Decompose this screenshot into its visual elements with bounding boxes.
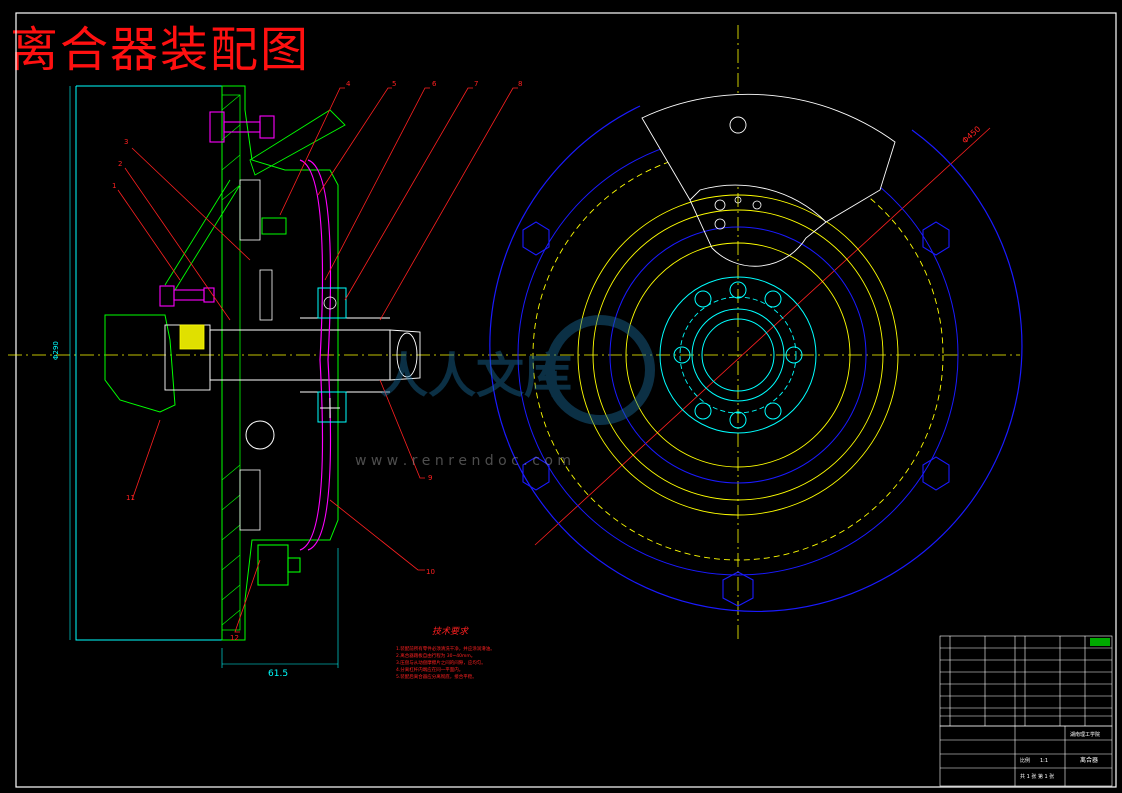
drawing-title: 离合器装配图	[10, 22, 311, 78]
diameter-dimension-line	[534, 127, 991, 546]
flywheel-outer-ring	[489, 105, 1023, 612]
svg-text:5: 5	[392, 80, 396, 88]
svg-text:人人文库: 人人文库	[380, 348, 572, 404]
pilot-bearing	[179, 324, 205, 350]
diaphragm-spring	[299, 159, 324, 551]
svg-text:8: 8	[518, 80, 522, 88]
svg-text:1: 1	[112, 182, 116, 190]
svg-text:3.压盘与从动盘摩擦片之间的间隙，应均匀。: 3.压盘与从动盘摩擦片之间的间隙，应均匀。	[396, 659, 486, 666]
svg-text:2: 2	[118, 160, 122, 168]
svg-text:5.装配后离合器应分离彻底，接合平稳。: 5.装配后离合器应分离彻底，接合平稳。	[396, 673, 477, 680]
cutaway-section	[641, 93, 896, 223]
tech-requirements: 技术要求 1.装配前所有零件必须清洗干净，并应涂润滑油。 2.离合器踏板自由行程…	[396, 626, 495, 680]
callout-labels: 1 2 3 4 5 6 7 8 9 10 11 12	[112, 80, 522, 642]
title-block	[939, 635, 1113, 787]
bolt-bottom	[257, 217, 301, 586]
bolt-mid	[159, 285, 215, 307]
svg-text:3: 3	[124, 138, 128, 146]
section-view: Φ290 61.5	[52, 85, 421, 679]
svg-text:技术要求: 技术要求	[432, 626, 469, 637]
svg-text:4.分离杠杆内端应在同一平面内。: 4.分离杠杆内端应在同一平面内。	[396, 666, 463, 673]
front-view	[489, 93, 1023, 612]
watermark: 人人文库 w w w . r e n r e n d o c . c o m	[355, 315, 655, 469]
svg-text:11: 11	[126, 494, 135, 502]
svg-text:10: 10	[426, 568, 435, 576]
svg-text:9: 9	[428, 474, 432, 482]
svg-text:6: 6	[432, 80, 437, 88]
scale-label: 比例	[1020, 757, 1030, 764]
drawing-frame	[15, 12, 1117, 788]
drawing-name: 离合器	[1080, 756, 1098, 764]
leader-lines	[117, 87, 518, 633]
svg-text:12: 12	[230, 634, 239, 642]
svg-text:2.离合器踏板自由行程为 30~40mm。: 2.离合器踏板自由行程为 30~40mm。	[396, 652, 475, 659]
input-shaft	[209, 329, 391, 381]
svg-text:w w w . r e n r e n d o c . c: w w w . r e n r e n d o c . c o m	[355, 453, 571, 469]
diameter-label: Φ450	[960, 124, 982, 145]
crankshaft-end	[104, 314, 176, 413]
dimension-left: Φ290	[52, 341, 60, 360]
unit-name: 湖南理工学院	[1070, 731, 1100, 738]
flywheel-outline	[75, 85, 223, 641]
dimension-bottom: 61.5	[268, 669, 288, 679]
scale-value: 1:1	[1040, 758, 1048, 764]
svg-text:4: 4	[346, 80, 351, 88]
svg-text:1.装配前所有零件必须清洗干净，并应涂润滑油。: 1.装配前所有零件必须清洗干净，并应涂润滑油。	[396, 645, 495, 652]
flywheel-hatch	[221, 94, 241, 631]
sheet-info: 共 1 张 第 1 张	[1020, 773, 1054, 780]
svg-text:7: 7	[474, 80, 478, 88]
title-block-tag	[1090, 638, 1110, 646]
bolt-top	[209, 111, 275, 143]
